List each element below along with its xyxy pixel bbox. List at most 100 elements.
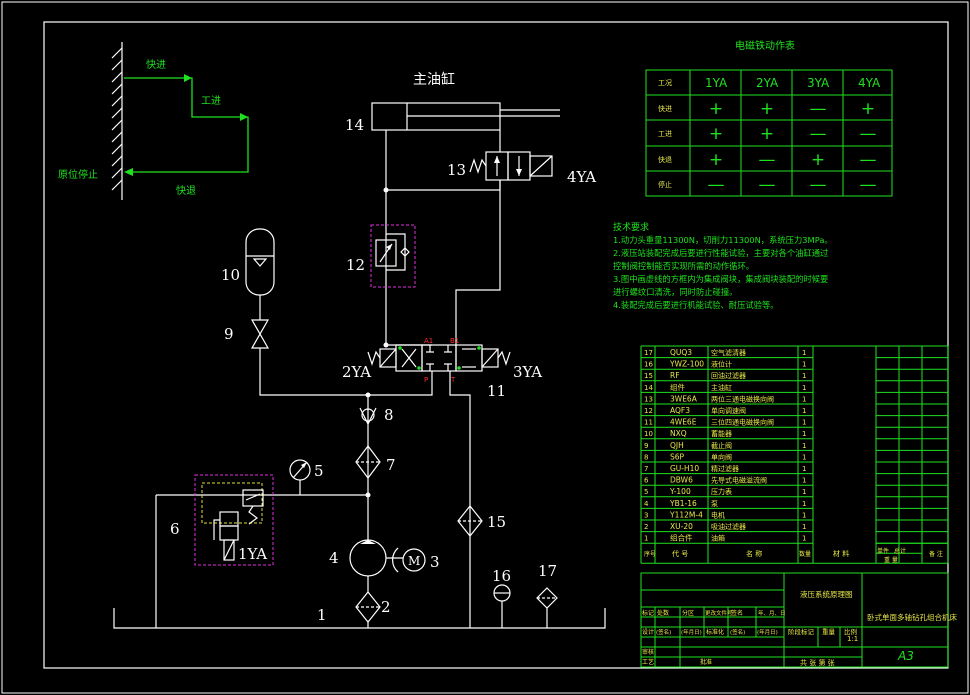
tb-weight: 重量 xyxy=(822,628,836,636)
bom-header-code: 代 号 xyxy=(672,549,688,558)
port-p: P xyxy=(424,376,428,384)
level-gauge xyxy=(493,584,511,628)
bom-no: 12 xyxy=(644,407,653,415)
bom-qty: 1 xyxy=(802,349,806,357)
cylinder-title: 主油缸 xyxy=(413,71,455,88)
label-3: 3 xyxy=(430,553,440,571)
label-15: 15 xyxy=(487,513,506,531)
bom-qty: 1 xyxy=(802,384,806,392)
tech-line: 3.图中画虚线的方框内为集成阀块，集成阀块装配的时候要 xyxy=(613,274,828,284)
bom-name: 油箱 xyxy=(711,534,725,543)
tb-standard-date: (年月日) xyxy=(757,628,778,636)
valve-11 xyxy=(367,344,511,372)
bom-code: QJH xyxy=(670,441,684,450)
bom-name: 三位四通电磁换向阀 xyxy=(711,418,774,427)
label-9: 9 xyxy=(224,325,234,343)
bom-name: 主油缸 xyxy=(711,383,732,392)
solenoid-2ya: 2YA xyxy=(342,363,371,381)
tech-line: 4.装配完成后要进行机能试验、耐压试验等。 xyxy=(613,300,779,310)
pipe-13-return xyxy=(386,180,501,191)
bom-name: 电机 xyxy=(711,510,725,519)
action-cell: + xyxy=(811,150,825,170)
bom-table xyxy=(640,345,949,564)
hydraulic-circuit: 主油缸 xyxy=(113,71,606,629)
wall-hatch xyxy=(111,47,123,191)
bom-no: 17 xyxy=(644,349,653,357)
action-table: 电磁铁动作表 工况 1YA 2YA 3YA 4YA 快进 工进 快退 停止 + … xyxy=(645,39,893,197)
label-2: 2 xyxy=(381,598,391,616)
label-4: 4 xyxy=(329,549,339,567)
return-filter xyxy=(457,505,483,537)
air-filter xyxy=(536,587,558,628)
bom-header-name: 名 称 xyxy=(746,549,762,558)
fast-return-label: 快退 xyxy=(176,185,196,197)
bom-name: 蓄能器 xyxy=(711,429,732,438)
home-stop-label: 原位停止 xyxy=(58,168,98,181)
bom-header-no: 序号 xyxy=(644,550,656,558)
tb-sign: 签名 xyxy=(731,609,743,617)
title-block: 液压系统原理图 卧式单面多轴钻孔组合机床 A3 1:1 标记 处数 分区 更改文… xyxy=(640,572,957,668)
action-row-name: 工进 xyxy=(658,130,672,138)
bom-name: 吸油过滤器 xyxy=(711,522,746,531)
bom-no: 14 xyxy=(644,384,653,392)
bom-code: DBW6 xyxy=(670,476,693,485)
port-b: B1 xyxy=(450,337,459,345)
tech-line: 控制阀控制能否实现所需的动作循环。 xyxy=(613,261,754,271)
cycle-diagram: 快进 工进 快退 原位停止 xyxy=(58,42,249,200)
tb-count: 处数 xyxy=(657,609,669,617)
bom-name: 单向调速阀 xyxy=(711,406,746,415)
bom-code: 组合件 xyxy=(670,533,693,543)
bom-qty: 1 xyxy=(802,535,806,543)
bom-code: 4WE6E xyxy=(670,418,697,427)
stop-valve xyxy=(250,319,270,349)
bom-header-weight: 重 量 xyxy=(884,556,898,564)
action-cell: + xyxy=(709,150,723,170)
tech-line: 进行螺纹口清洗，同时防止碰撞。 xyxy=(613,287,737,297)
bom-name: 两位三通电磁换向阀 xyxy=(711,394,774,403)
pump xyxy=(349,539,403,592)
bom-no: 6 xyxy=(644,477,649,485)
action-row-name: 快进 xyxy=(658,104,672,113)
label-6: 6 xyxy=(170,520,180,538)
action-header: 3YA xyxy=(807,76,830,90)
check-valve xyxy=(359,407,377,426)
suction-filter xyxy=(355,591,381,628)
bom-code: Y-100 xyxy=(669,487,691,496)
action-cell: — xyxy=(708,175,725,195)
bom-code: AQF3 xyxy=(670,406,690,415)
tb-mark: 标记 xyxy=(642,609,654,617)
action-cell: + xyxy=(709,99,723,119)
accumulator xyxy=(245,228,275,320)
bom-name: 压力表 xyxy=(711,487,732,496)
tb-date: 年、月、日 xyxy=(758,609,786,617)
bom-no: 7 xyxy=(644,465,648,473)
tech-requirements: 技术要求 1.动力头重量11300N，切削力11300N，系统压力3MPa。 2… xyxy=(613,221,833,310)
bom-no: 4 xyxy=(644,500,649,508)
valve-13 xyxy=(469,151,553,181)
tech-line: 2.液压站装配完成后要进行性能试验，主要对各个油缸通过 xyxy=(613,248,828,258)
port-a: A1 xyxy=(424,337,433,345)
drawing-scale: 1:1 xyxy=(847,635,858,643)
bom-header-single: 单件 xyxy=(877,547,889,555)
speed-valve-block xyxy=(370,224,416,288)
fine-filter xyxy=(355,445,381,479)
bom-qty: 1 xyxy=(802,361,806,369)
bom-code: 组件 xyxy=(670,382,685,392)
solenoid-1ya: 1YA xyxy=(238,545,267,563)
action-cell: — xyxy=(860,124,877,144)
tb-audit: 审核 xyxy=(642,648,654,656)
pipe-b-line xyxy=(455,180,501,345)
tb-change: 更改文件号 xyxy=(705,609,733,617)
action-cell: — xyxy=(860,150,877,170)
tb-zone: 分区 xyxy=(682,609,694,617)
tech-title: 技术要求 xyxy=(613,221,649,233)
return-line xyxy=(449,371,471,628)
bom-name: 先导式电磁溢流阀 xyxy=(711,476,767,485)
work-advance-label: 工进 xyxy=(201,95,221,107)
bom-code: Y112M-4 xyxy=(669,510,703,519)
bom-name: 单向阀 xyxy=(711,452,732,461)
action-cell: + xyxy=(760,124,774,144)
bom-name: 空气滤清器 xyxy=(711,348,746,357)
oil-tank xyxy=(113,608,606,629)
